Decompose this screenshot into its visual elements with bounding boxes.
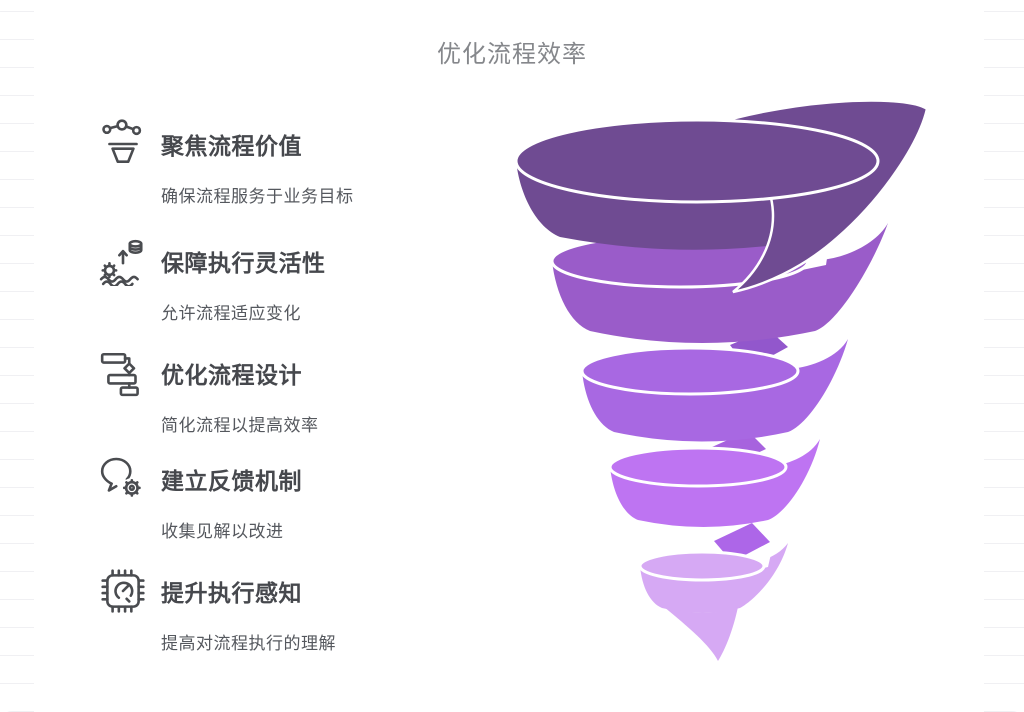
item-description: 提高对流程执行的理解	[161, 634, 336, 654]
speech-bubble-gear-icon	[100, 457, 142, 498]
flex-gear-database-icon	[99, 239, 143, 286]
funnel-band-1-rim	[514, 118, 880, 204]
funnel-band-3-rim	[580, 346, 800, 396]
item-title: 提升执行感知	[161, 581, 302, 607]
spiral-funnel-graphic	[514, 99, 929, 661]
item-execution-flexibility: 保障执行灵活性 允许流程适应变化	[98, 236, 438, 324]
ruled-lines-left	[0, 0, 34, 712]
funnel-band-5	[638, 515, 788, 661]
item-title: 聚焦流程价值	[161, 134, 302, 160]
chip-gauge-icon	[101, 569, 145, 613]
funnel-band-1	[514, 99, 929, 294]
item-title: 保障执行灵活性	[161, 251, 326, 277]
item-description: 收集见解以改进	[161, 522, 284, 542]
item-process-design: 优化流程设计 简化流程以提高效率	[98, 348, 438, 436]
ruled-lines-right	[984, 0, 1024, 712]
item-execution-awareness: 提升执行感知 提高对流程执行的理解	[98, 566, 438, 654]
funnel-band-3	[580, 321, 848, 442]
item-title: 优化流程设计	[161, 363, 302, 389]
item-description: 简化流程以提高效率	[161, 416, 319, 436]
workflow-blocks-icon	[100, 352, 139, 397]
funnel-band-4-rim	[608, 446, 788, 488]
funnel-band-5-tail	[664, 607, 738, 661]
funnel-band-5-rim	[638, 550, 766, 582]
funnel-nodes-icon	[102, 119, 142, 164]
item-description: 确保流程服务于业务目标	[161, 187, 354, 207]
page-title: 优化流程效率	[437, 40, 587, 68]
item-description: 允许流程适应变化	[161, 304, 301, 324]
item-title: 建立反馈机制	[161, 469, 302, 495]
item-focus-process-value: 聚焦流程价值 确保流程服务于业务目标	[98, 119, 438, 207]
item-feedback-mechanism: 建立反馈机制 收集见解以改进	[98, 454, 438, 542]
